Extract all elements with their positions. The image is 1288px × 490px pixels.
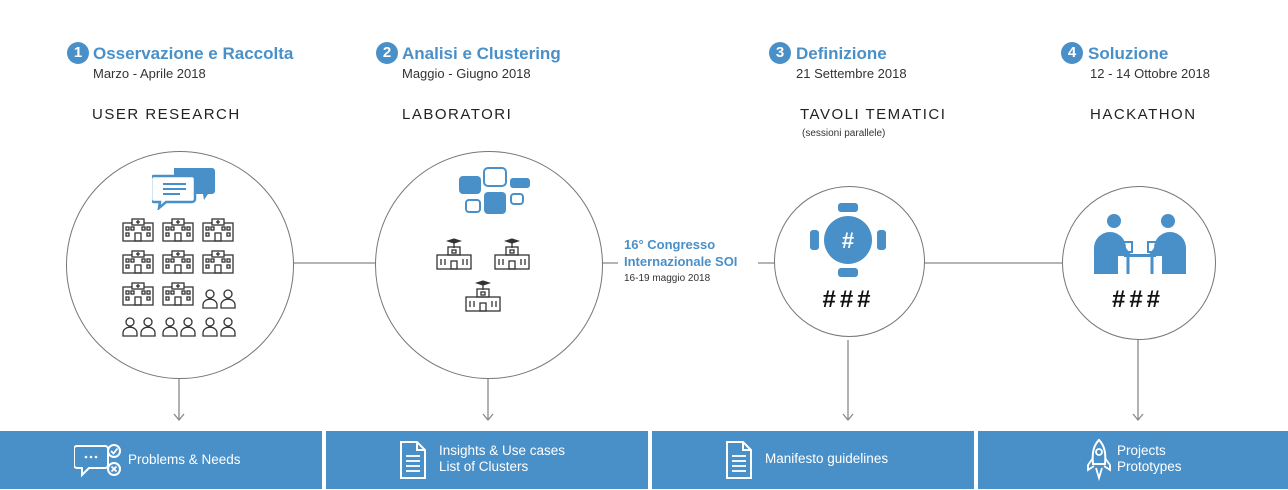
phase-title: Definizione [796, 44, 887, 63]
phase-title: Analisi e Clustering [402, 44, 561, 63]
phase-label: TAVOLI TEMATICI [800, 106, 947, 123]
phase-date: 12 - 14 Ottobre 2018 [1090, 66, 1210, 81]
circle-text: ### [822, 286, 875, 313]
document-icon [400, 441, 426, 479]
output-label-line1: Insights & Use cases [439, 443, 566, 458]
output-label-line1: Projects [1117, 443, 1166, 458]
phase-title: Osservazione e Raccolta [93, 44, 294, 63]
output-bar-3: Manifesto guidelines [652, 431, 974, 489]
output-bar-1: Problems & Needs [0, 431, 322, 489]
svg-text:#: # [842, 228, 854, 253]
chat-bubbles-icon [152, 168, 215, 210]
congress-title-line1: 16° Congresso [624, 237, 716, 252]
output-label: Manifesto guidelines [765, 451, 889, 466]
phase-number: 3 [769, 42, 791, 64]
phase-date: Marzo - Aprile 2018 [93, 66, 206, 81]
people-working-icon [1094, 214, 1186, 274]
clusters-icon [459, 167, 530, 214]
phase-date: 21 Settembre 2018 [796, 66, 907, 81]
hospitals-and-people-icon [122, 218, 236, 337]
output-label-line2: List of Clusters [439, 459, 529, 474]
phase-number: 1 [67, 42, 89, 64]
congress-title-line2: Internazionale SOI [624, 254, 738, 269]
output-label: Problems & Needs [128, 452, 241, 467]
phase-label: HACKATHON [1090, 106, 1197, 123]
congress-date: 16-19 maggio 2018 [624, 273, 711, 284]
document-icon [726, 441, 752, 479]
circle-text: ### [1111, 286, 1165, 313]
phase-2-circle [375, 151, 603, 379]
phase-number: 4 [1061, 42, 1083, 64]
phase-sublabel: (sessioni parallele) [802, 128, 886, 139]
phase-label: LABORATORI [402, 106, 513, 123]
phase-title: Soluzione [1088, 44, 1169, 63]
round-table-icon: # [810, 203, 886, 277]
output-bar-2: Insights & Use cases List of Clusters [326, 431, 648, 489]
chat-check-icon [74, 444, 121, 478]
phase-date: Maggio - Giugno 2018 [402, 66, 531, 81]
rocket-icon [1087, 438, 1111, 482]
output-bar-4: Projects Prototypes [978, 431, 1288, 489]
output-label-line2: Prototypes [1117, 459, 1182, 474]
universities-icon [436, 238, 530, 312]
phase-number: 2 [376, 42, 398, 64]
phase-4-circle [1062, 186, 1216, 340]
phase-label: USER RESEARCH [92, 106, 241, 123]
